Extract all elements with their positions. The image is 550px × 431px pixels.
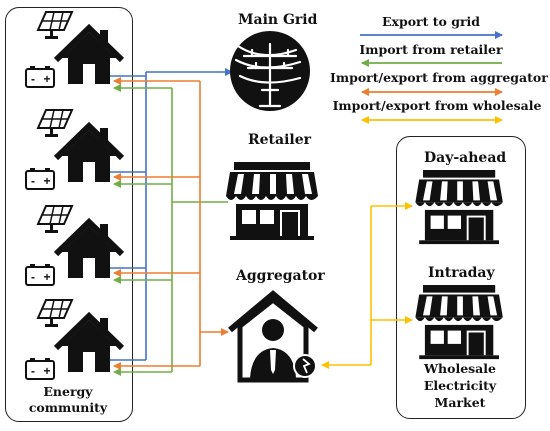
battery-icon <box>25 263 55 286</box>
retailer-shop-icon <box>226 162 318 240</box>
house-unit-1 <box>25 11 122 88</box>
legend-retailer-label: Import from retailer <box>359 42 503 57</box>
house-icon <box>56 222 122 278</box>
wholesale-market-box <box>396 136 526 419</box>
battery-icon <box>25 65 55 88</box>
house-icon <box>56 316 122 372</box>
aggregator-person-icon <box>228 290 318 383</box>
house-unit-4 <box>25 299 122 380</box>
solar-panel-icon <box>37 109 73 138</box>
house-icon <box>56 126 122 182</box>
community-line-1: Energy <box>43 384 93 399</box>
solar-panel-icon <box>37 11 73 40</box>
legend-aggregator-label: Import/export from aggregator <box>330 70 548 85</box>
wholesale-market-label: Wholesale Electricity Market <box>400 360 520 411</box>
aggregator-lines <box>113 77 229 370</box>
solar-panel-icon <box>37 299 73 328</box>
intraday-shop-icon <box>415 285 503 360</box>
house-unit-2 <box>25 109 122 190</box>
legend-wholesale-label: Import/export from wholesale <box>332 98 542 113</box>
wholesale-line-3: Market <box>434 395 486 410</box>
retailer-title: Retailer <box>248 132 311 148</box>
aggregator-title: Aggregator <box>236 268 325 284</box>
retailer-lines <box>113 84 228 376</box>
battery-icon <box>25 357 55 380</box>
wholesale-lines <box>321 202 413 369</box>
wholesale-line-1: Wholesale <box>423 361 496 376</box>
solar-panel-icon <box>37 205 73 234</box>
power-pole-icon <box>230 31 310 111</box>
legend-export-label: Export to grid <box>381 14 481 29</box>
community-line-2: community <box>28 400 108 415</box>
energy-community-box <box>5 7 133 422</box>
day-ahead-title: Day-ahead <box>424 150 507 166</box>
energy-community-label: Energy community <box>10 384 126 416</box>
main-grid-title: Main Grid <box>238 12 318 28</box>
wholesale-line-2: Electricity <box>423 378 497 393</box>
day-ahead-shop-icon <box>415 170 503 245</box>
intraday-title: Intraday <box>428 265 495 281</box>
house-unit-3 <box>25 205 122 286</box>
battery-icon <box>25 167 55 190</box>
export-lines <box>110 68 233 361</box>
